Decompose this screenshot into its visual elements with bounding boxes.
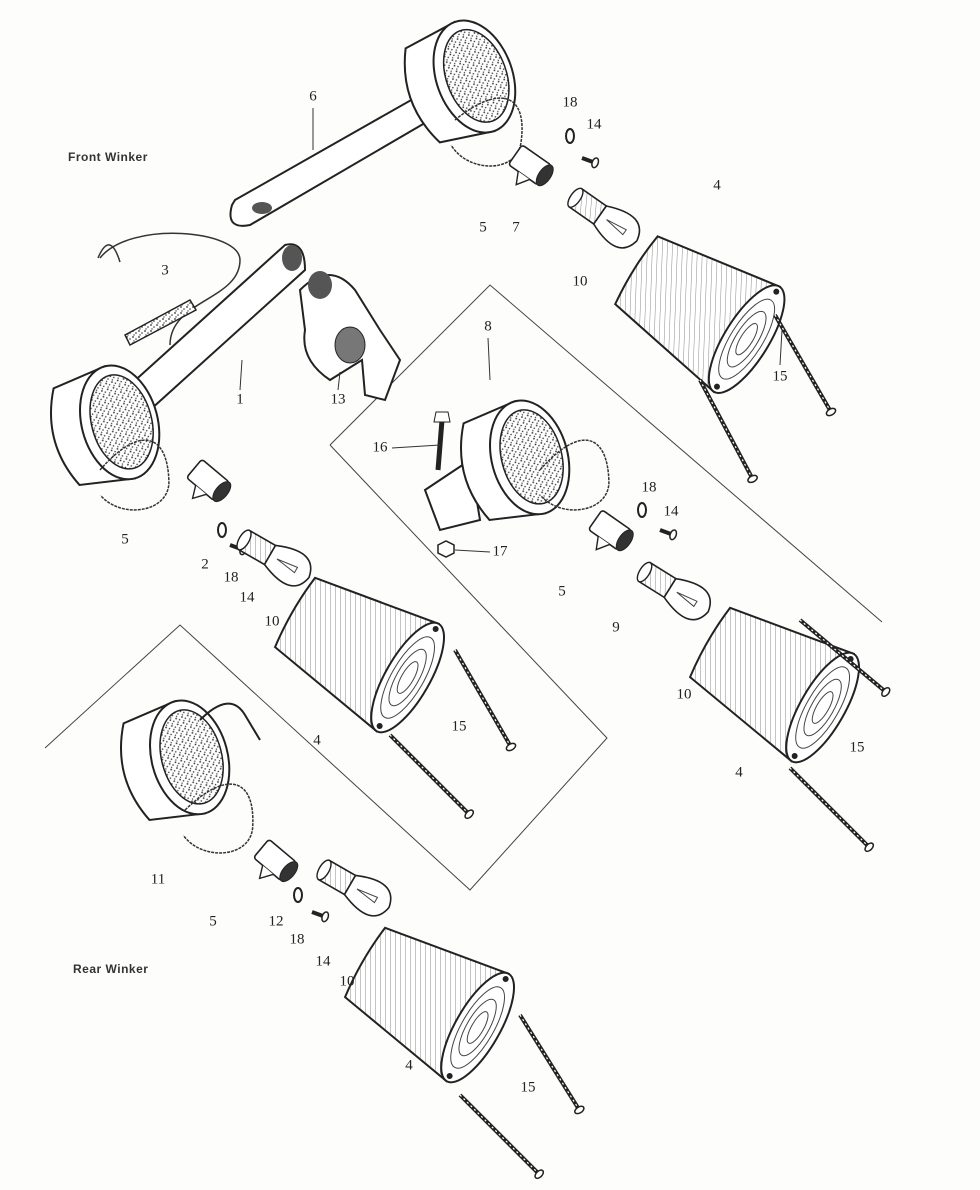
callout-label: 14 — [586, 116, 602, 133]
callout-label: 16 — [372, 439, 388, 456]
callout-label: 5 — [558, 583, 566, 600]
callout-label: 14 — [663, 503, 679, 520]
callout-label: 13 — [330, 391, 346, 408]
callout-label: 1 — [236, 391, 244, 408]
callout-label: 15 — [520, 1079, 536, 1096]
callout-label: 11 — [150, 871, 166, 888]
callout-label: 6 — [309, 88, 317, 105]
callout-label: 10 — [676, 686, 692, 703]
nut-17 — [437, 540, 455, 558]
callout-label: 18 — [562, 94, 578, 111]
callout-label: 14 — [239, 589, 255, 606]
front-winker-title: Front Winker — [68, 150, 148, 164]
callout-label: 8 — [484, 318, 492, 335]
leader-lines — [239, 108, 783, 553]
callout-label: 14 — [315, 953, 331, 970]
callout-label: 15 — [772, 368, 788, 385]
callout-label: 15 — [849, 739, 865, 756]
callout-label: 4 — [313, 732, 321, 749]
callout-label: 18 — [289, 931, 305, 948]
callout-label: 18 — [641, 479, 657, 496]
callout-label: 4 — [713, 177, 721, 194]
stay-arm-1 — [128, 243, 307, 412]
callout-label: 5 — [121, 531, 129, 548]
callout-label: 12 — [268, 913, 284, 930]
callout-label: 5 — [209, 913, 217, 930]
callout-label: 15 — [451, 718, 467, 735]
callout-label: 4 — [405, 1057, 413, 1074]
bracket-13 — [298, 271, 402, 402]
callout-label: 7 — [512, 219, 520, 236]
callout-label: 17 — [492, 543, 508, 560]
stay-arm-6 — [229, 93, 432, 227]
callout-label: 9 — [612, 619, 620, 636]
callout-label: 4 — [735, 764, 743, 781]
callout-label: 10 — [264, 613, 280, 630]
callout-label: 5 — [479, 219, 487, 236]
callout-label: 10 — [339, 973, 355, 990]
rear-winker-title: Rear Winker — [73, 962, 149, 976]
callout-label: 10 — [572, 273, 588, 290]
callout-label: 3 — [161, 262, 169, 279]
callout-label: 18 — [223, 569, 239, 586]
callout-label: 2 — [201, 556, 209, 573]
